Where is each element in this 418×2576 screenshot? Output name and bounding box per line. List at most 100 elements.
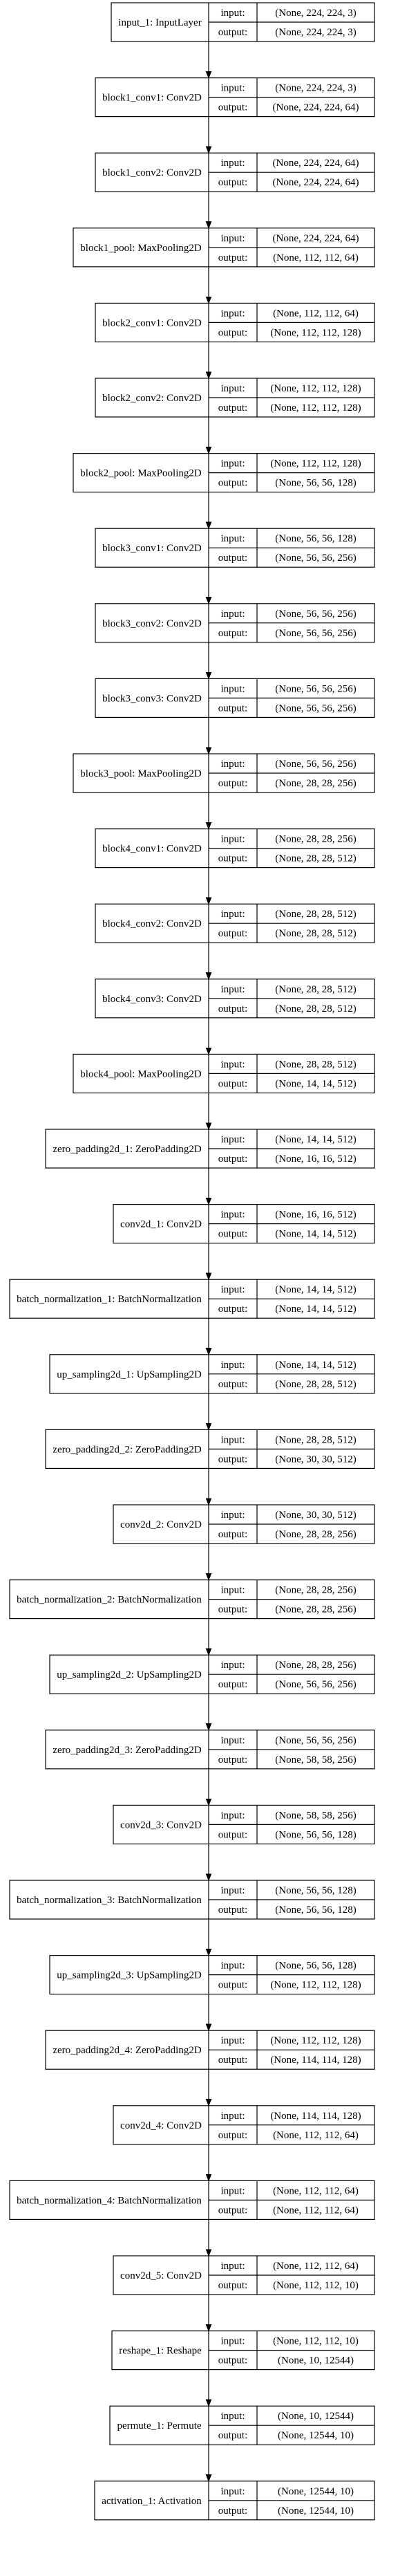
output-shape: (None, 14, 14, 512) [275,1304,356,1315]
layer-node: block2_conv1: Conv2Dinput:output:(None, … [95,302,375,342]
output-label: output: [218,1304,248,1315]
input-shape: (None, 112, 112, 10) [273,2336,359,2347]
layer-name: block4_conv3: Conv2D [102,994,202,1005]
layer-name: up_sampling2d_3: UpSampling2D [57,1970,202,1981]
output-label: output: [218,2430,248,2441]
output-shape: (None, 112, 112, 64) [273,2205,359,2216]
input-shape: (None, 112, 112, 128) [270,2035,361,2046]
output-shape: (None, 114, 114, 128) [270,2055,361,2066]
input-label: input: [220,533,245,544]
layer-node: block1_pool: MaxPooling2Dinput:output:(N… [73,228,375,268]
output-shape: (None, 56, 56, 128) [275,1905,356,1916]
layer-node: up_sampling2d_3: UpSampling2Dinput:outpu… [49,1955,375,1995]
output-shape: (None, 28, 28, 512) [275,1003,356,1014]
input-label: input: [220,1585,245,1596]
layer-name: conv2d_3: Conv2D [120,1819,202,1831]
input-label: input: [220,1284,245,1295]
input-shape: (None, 12544, 10) [278,2486,354,2497]
input-shape: (None, 112, 112, 128) [270,383,361,394]
input-label: input: [220,2411,245,2422]
input-shape: (None, 56, 56, 128) [275,533,356,544]
output-label: output: [218,1529,248,1540]
output-label: output: [218,2055,248,2066]
layer-node-frame [9,2180,375,2220]
input-shape: (None, 56, 56, 256) [275,683,356,694]
input-shape: (None, 56, 56, 256) [275,609,356,620]
layer-name: block3_conv3: Conv2D [102,693,202,704]
input-shape: (None, 56, 56, 128) [275,1961,356,1972]
layer-node: zero_padding2d_4: ZeroPadding2Dinput:out… [45,2030,375,2070]
input-shape: (None, 28, 28, 512) [275,1059,356,1070]
output-shape: (None, 12544, 10) [278,2505,354,2517]
layer-name: conv2d_1: Conv2D [120,1219,202,1230]
output-label: output: [218,928,248,939]
layer-node: block4_conv3: Conv2Dinput:output:(None, … [95,979,375,1019]
layer-node: batch_normalization_3: BatchNormalizatio… [9,1880,375,1920]
output-shape: (None, 56, 56, 128) [275,1829,356,1840]
input-shape: (None, 16, 16, 512) [275,1210,356,1221]
layer-name: block4_conv2: Conv2D [102,918,202,929]
output-shape: (None, 56, 56, 256) [275,628,356,639]
layer-name: block1_pool: MaxPooling2D [80,243,202,254]
layer-name: batch_normalization_3: BatchNormalizatio… [17,1895,202,1906]
layer-name: batch_normalization_2: BatchNormalizatio… [17,1595,202,1606]
layer-name: block4_conv1: Conv2D [102,844,202,855]
layer-name: batch_normalization_4: BatchNormalizatio… [17,2195,202,2206]
layer-node: block1_conv2: Conv2Dinput:output:(None, … [95,152,375,192]
output-shape: (None, 28, 28, 512) [275,853,356,864]
output-shape: (None, 28, 28, 256) [275,1529,356,1540]
layer-name: conv2d_5: Conv2D [120,2270,202,2281]
layer-node: block3_pool: MaxPooling2Dinput:output:(N… [73,753,375,793]
output-shape: (None, 30, 30, 512) [275,1454,356,1465]
input-label: input: [220,458,245,470]
input-label: input: [220,2336,245,2347]
input-shape: (None, 112, 112, 128) [270,458,361,470]
input-shape: (None, 56, 56, 256) [275,759,356,770]
input-shape: (None, 28, 28, 512) [275,984,356,995]
output-label: output: [218,553,248,564]
layer-name: zero_padding2d_3: ZeroPadding2D [53,1745,202,1756]
layer-node: batch_normalization_4: BatchNormalizatio… [9,2180,375,2220]
layer-name: permute_1: Permute [117,2420,201,2431]
input-shape: (None, 114, 114, 128) [270,2111,361,2122]
output-label: output: [218,1078,248,1089]
input-label: input: [220,2486,245,2497]
input-shape: (None, 28, 28, 512) [275,1434,356,1445]
layer-node: batch_normalization_2: BatchNormalizatio… [9,1579,375,1620]
layer-name: block1_conv2: Conv2D [102,167,202,178]
output-shape: (None, 16, 16, 512) [275,1153,356,1165]
input-label: input: [220,759,245,770]
output-label: output: [218,1754,248,1766]
input-shape: (None, 14, 14, 512) [275,1360,356,1371]
output-label: output: [218,2355,248,2366]
layer-node: block3_conv1: Conv2Dinput:output:(None, … [95,528,375,568]
layer-name: up_sampling2d_2: UpSampling2D [57,1669,202,1680]
output-shape: (None, 12544, 10) [278,2430,354,2441]
output-shape: (None, 112, 112, 128) [270,1980,361,1991]
input-label: input: [220,1134,245,1145]
output-shape: (None, 112, 112, 128) [270,402,361,414]
output-label: output: [218,478,248,489]
output-shape: (None, 56, 56, 128) [275,478,356,489]
input-shape: (None, 56, 56, 256) [275,1735,356,1746]
layer-name: conv2d_2: Conv2D [120,1519,202,1530]
layer-node: activation_1: Activationinput:output:(No… [94,2481,375,2521]
output-label: output: [218,2505,248,2517]
output-label: output: [218,1829,248,1840]
output-shape: (None, 28, 28, 256) [275,778,356,789]
output-label: output: [218,2130,248,2141]
output-label: output: [218,1003,248,1014]
layer-node: zero_padding2d_2: ZeroPadding2Dinput:out… [45,1429,375,1469]
layer-name: block2_pool: MaxPooling2D [80,468,202,479]
input-label: input: [220,1810,245,1821]
layer-name: block2_conv1: Conv2D [102,317,202,328]
input-shape: (None, 28, 28, 256) [275,1660,356,1671]
layer-name: batch_normalization_1: BatchNormalizatio… [17,1294,202,1305]
